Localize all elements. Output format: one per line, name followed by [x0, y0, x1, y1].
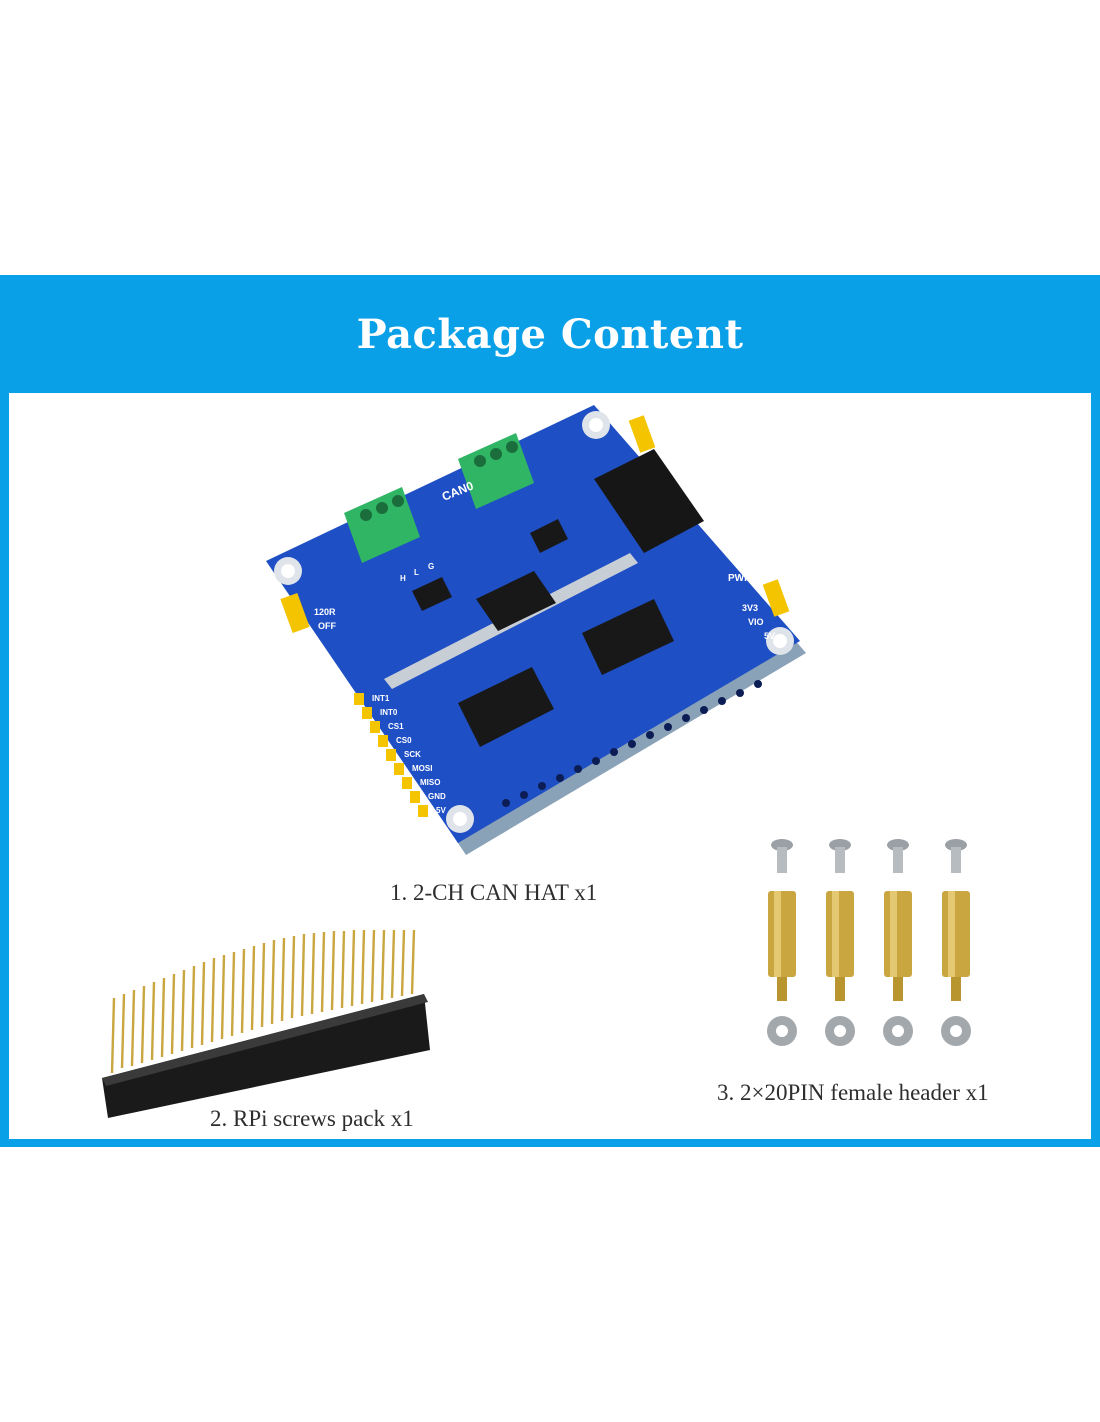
screws-standoffs-image: [767, 839, 971, 1046]
item-caption-screws-pack: 2. RPi screws pack x1: [210, 1106, 414, 1131]
silk-pin-label: MOSI: [412, 764, 432, 773]
package-content-frame: Package Content: [0, 275, 1100, 1147]
pin-header-left: [354, 693, 428, 817]
silk-pin-label: INT0: [380, 708, 398, 717]
silk-pin-label: CS0: [396, 736, 412, 745]
ic-chip-center: [476, 571, 556, 631]
silk-l: L: [414, 568, 419, 577]
silk-pin-label: SCK: [404, 750, 421, 759]
silk-3v3: 3V3: [742, 603, 758, 613]
silk-pin-label: CS1: [388, 722, 404, 731]
silk-pin-label: MISO: [420, 778, 440, 787]
silk-g: G: [428, 562, 434, 571]
termination-jumper: [280, 593, 310, 633]
ic-chip-mcp2515-right: [582, 599, 674, 675]
silk-pwr: PWR: [728, 573, 752, 584]
ic-chip-mcp2515-left: [458, 667, 554, 747]
silk-120r: 120R: [314, 607, 336, 617]
page-title: Package Content: [356, 310, 744, 358]
silk-5v: 5V: [764, 631, 775, 641]
vio-jumper: [762, 579, 790, 617]
item-caption-can-hat: 1. 2-CH CAN HAT x1: [390, 880, 598, 905]
silk-off: OFF: [318, 621, 336, 631]
pcb-board: [266, 405, 800, 843]
silk-vio: VIO: [748, 617, 764, 627]
screw-set: [767, 839, 971, 1046]
silk-pin-label: GND: [428, 792, 446, 801]
silk-pin-label: INT1: [372, 694, 390, 703]
header-banner: Package Content: [0, 275, 1100, 393]
pwr-jumper-top: [628, 415, 656, 453]
silk-pin-label: 5V: [436, 806, 446, 815]
silk-h: H: [400, 574, 406, 583]
female-header-image: [102, 929, 430, 1118]
spi-header-block: [594, 449, 704, 553]
can-hat-board-image: CAN0 PWR 3V3 VIO 5V 120R OFF H L G INT1 …: [266, 405, 806, 855]
content-panel: CAN0 PWR 3V3 VIO 5V 120R OFF H L G INT1 …: [9, 393, 1091, 1139]
item-caption-female-header: 3. 2×20PIN female header x1: [717, 1080, 989, 1105]
